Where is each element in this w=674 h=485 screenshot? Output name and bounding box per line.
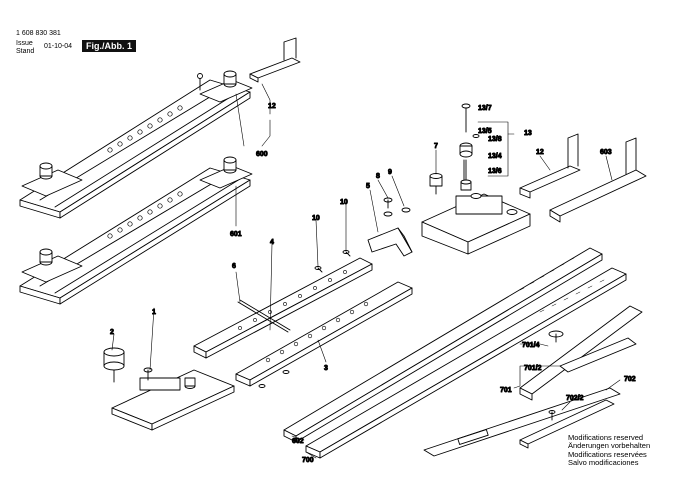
callout-13-8: 13/8 xyxy=(488,136,502,143)
callout-601: 601 xyxy=(230,231,242,238)
callout-6: 6 xyxy=(232,263,236,270)
callout-8: 8 xyxy=(376,173,380,180)
part-13-5-13-8-collar xyxy=(459,134,480,158)
note-fr: Modifications reservées xyxy=(568,449,647,459)
callout-701-4: 701/4 xyxy=(522,342,540,349)
part-12-bracket-right xyxy=(519,133,581,199)
callout-10-left: 10 xyxy=(312,215,320,222)
modification-notes: Modifications reserved Änderungen vorbeh… xyxy=(568,433,651,468)
assembly-601 xyxy=(19,156,253,305)
callout-labels: 12 600 601 1 2 6 4 10 10 3 5 8 9 7 13/7 … xyxy=(110,103,637,465)
part-701-slider xyxy=(519,305,643,401)
part-6-pin xyxy=(237,299,291,333)
part-701-2-plate xyxy=(559,337,637,373)
part-5-clamp-plate xyxy=(367,227,413,257)
callout-700: 700 xyxy=(302,457,314,464)
issue-label-en: Issue xyxy=(16,40,33,47)
callout-701: 701 xyxy=(500,387,512,394)
callout-13-4: 13/4 xyxy=(488,153,502,160)
callout-603: 603 xyxy=(600,149,612,156)
part-13-4-spring xyxy=(463,159,467,181)
part-13-block xyxy=(421,193,531,255)
issue-label: Issue Stand xyxy=(16,40,42,56)
figure-label: Fig./Abb. 1 xyxy=(82,40,136,52)
callout-702: 702 xyxy=(624,376,636,383)
callout-13-7: 13/7 xyxy=(478,105,492,112)
callout-1: 1 xyxy=(152,309,156,316)
callout-9: 9 xyxy=(388,169,392,176)
part-701-4-wing-nut xyxy=(548,330,564,343)
part-4-rail xyxy=(193,257,373,359)
callout-4: 4 xyxy=(270,239,274,246)
part-7-knob xyxy=(429,173,443,195)
callout-13-5: 13/5 xyxy=(478,128,492,135)
callout-602: 602 xyxy=(292,438,304,445)
callout-13-6: 13/6 xyxy=(488,168,502,175)
part-12-bracket-top xyxy=(249,37,301,83)
part-10-screws xyxy=(258,250,351,388)
document-number: 1 608 830 381 xyxy=(16,30,61,37)
callout-600: 600 xyxy=(256,151,268,158)
callout-13: 13 xyxy=(524,130,532,137)
callout-12-right: 12 xyxy=(536,149,544,156)
callout-3: 3 xyxy=(324,365,328,372)
part-700-scale xyxy=(423,387,621,457)
callout-7: 7 xyxy=(434,143,438,150)
issue-label-de: Stand xyxy=(16,48,35,55)
callout-2: 2 xyxy=(110,329,114,336)
part-603-bracket xyxy=(549,137,647,223)
note-en: Modifications reserved xyxy=(568,433,644,442)
part-13-6-bushing xyxy=(460,179,472,191)
assembly-600 xyxy=(19,70,253,219)
part-702-plate xyxy=(519,399,615,449)
part-700-rail xyxy=(305,267,627,459)
part-13-7-pin xyxy=(461,103,471,133)
part-602-rail xyxy=(283,247,603,443)
part-1-slide-block xyxy=(111,367,235,431)
callout-10-right: 10 xyxy=(340,199,348,206)
issue-date: 01-10-04 xyxy=(44,43,73,50)
note-es: Salvo modificaciones xyxy=(568,458,639,468)
callout-5: 5 xyxy=(366,183,370,190)
callout-12-top: 12 xyxy=(268,103,276,110)
part-3-rail xyxy=(235,281,413,387)
callout-701-2: 701/2 xyxy=(524,365,542,372)
leader-lines xyxy=(111,83,621,459)
note-de: Änderungen vorbehalten xyxy=(568,441,651,451)
part-2-knob xyxy=(103,347,125,383)
part-8-9-screws xyxy=(383,197,411,217)
callout-702-2: 702/2 xyxy=(566,395,584,402)
